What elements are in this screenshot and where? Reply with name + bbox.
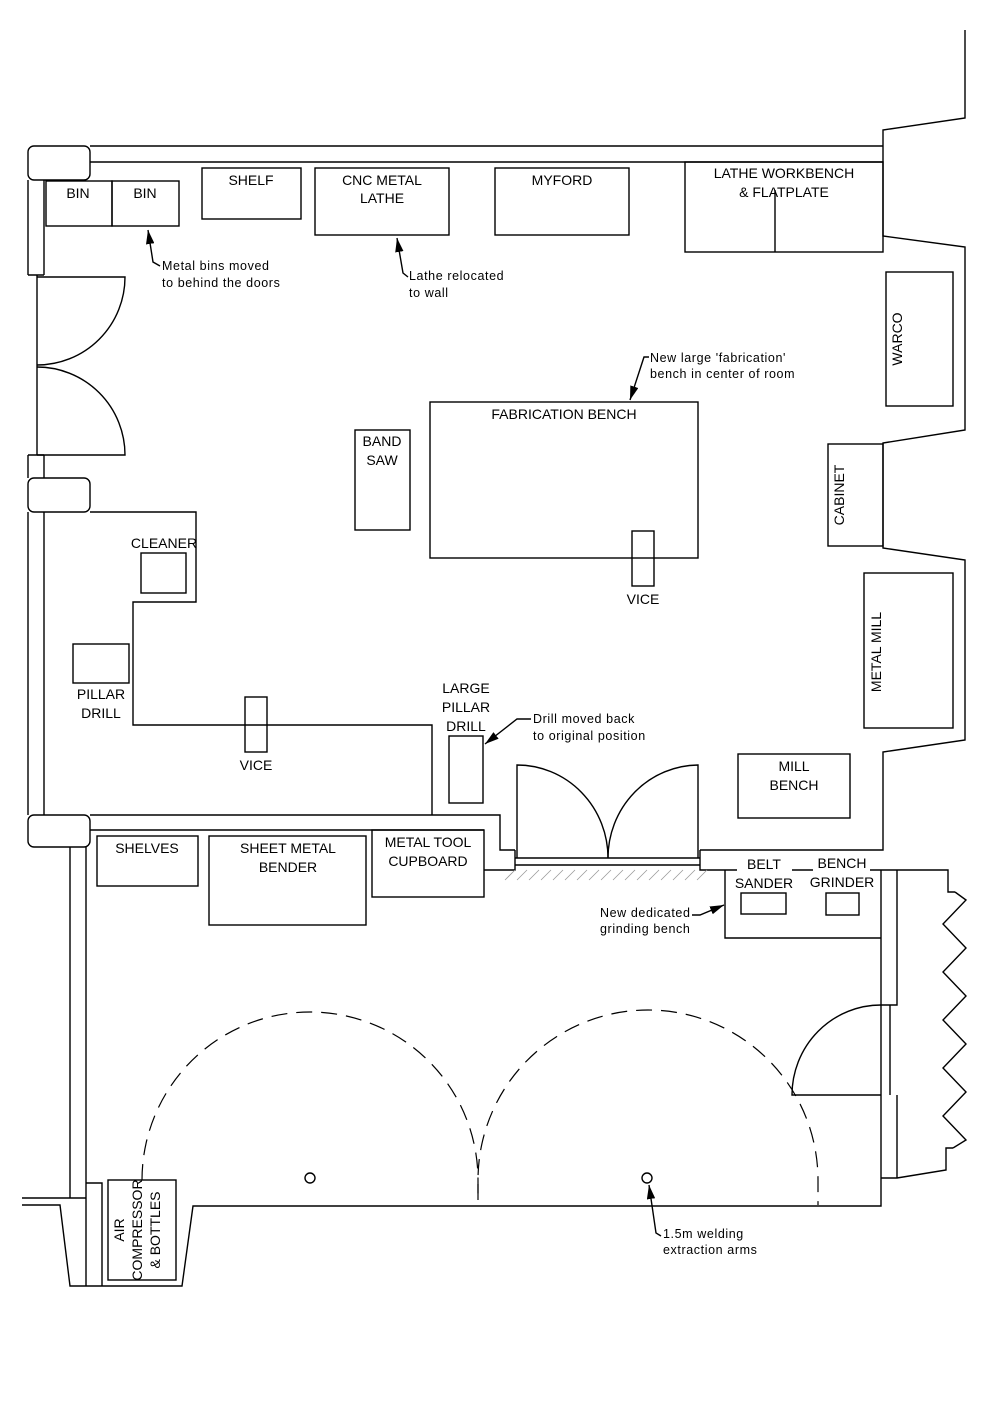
cabinet: CABINET [827, 443, 884, 547]
sheet-metal-bender: SHEET METAL BENDER [208, 835, 367, 926]
label: BELT [747, 856, 781, 872]
label: bench in center of room [650, 367, 795, 381]
label: PILLAR [77, 686, 125, 702]
label: Lathe relocated [409, 269, 504, 283]
mill-bench: MILL BENCH [737, 753, 851, 819]
label: extraction arms [663, 1243, 757, 1257]
shelves: SHELVES [96, 835, 199, 887]
walls [22, 30, 968, 1287]
vice: VICE [627, 530, 660, 607]
label: Drill moved back [533, 712, 635, 726]
bin: BIN [45, 180, 113, 227]
label: Metal bins moved [162, 259, 270, 273]
lathe-workbench: LATHE WORKBENCH & FLATPLATE [684, 161, 884, 253]
label: BENCH [769, 777, 818, 793]
label: SAW [366, 452, 398, 468]
label: CNC METAL [342, 172, 422, 188]
label: BIN [133, 185, 156, 201]
extraction-arm-pivot [641, 1172, 653, 1184]
welding-extraction-arms [141, 1009, 819, 1205]
label: BENDER [259, 859, 317, 875]
hatching [504, 869, 708, 881]
note-bins: Metal bins moved to behind the doors [146, 229, 280, 290]
bench-grinder [825, 892, 860, 916]
extraction-arm-pivot [304, 1172, 316, 1184]
label: SHELF [228, 172, 273, 188]
label: VICE [240, 757, 273, 773]
bin: BIN [111, 180, 180, 227]
label: VICE [627, 591, 660, 607]
belt-sander [740, 892, 787, 915]
label: to behind the doors [162, 276, 280, 290]
label: METAL MILL [868, 612, 884, 692]
label: BAND [363, 433, 402, 449]
label: BENCH [817, 855, 866, 871]
cleaner: CLEANER [131, 535, 197, 594]
air-compressor: AIR COMPRESSOR & BOTTLES [107, 1179, 177, 1281]
vice: VICE [240, 696, 273, 773]
label: BIN [66, 185, 89, 201]
shelf: SHELF [201, 167, 302, 220]
side-door [791, 1004, 882, 1096]
band-saw: BAND SAW [354, 429, 411, 531]
label: grinding bench [600, 922, 690, 936]
label: METAL TOOL [385, 834, 472, 850]
label: DRILL [81, 705, 121, 721]
note-lathe: Lathe relocated to wall [395, 237, 504, 300]
grinding-bench: BELT SANDER BENCH GRINDER [724, 855, 881, 939]
label: to wall [409, 286, 449, 300]
left-door-lower [36, 366, 126, 456]
label: GRINDER [810, 874, 875, 890]
label: & FLATPLATE [739, 184, 829, 200]
double-door-left [516, 764, 609, 859]
label: AIR [111, 1218, 127, 1241]
cnc-metal-lathe: CNC METAL LATHE [314, 167, 450, 236]
label: PILLAR [442, 699, 490, 715]
label: COMPRESSOR [129, 1179, 145, 1280]
note-fabrication: New large 'fabrication' bench in center o… [629, 351, 795, 401]
label: New large 'fabrication' [650, 351, 786, 365]
metal-tool-cupboard: METAL TOOL CUPBOARD [371, 829, 485, 898]
note-welding: 1.5m welding extraction arms [646, 1184, 757, 1257]
label: MYFORD [532, 172, 593, 188]
label: LATHE WORKBENCH [714, 165, 855, 181]
label: LATHE [360, 190, 404, 206]
label: 1.5m welding [663, 1227, 744, 1241]
note-drill: Drill moved back to original position [484, 712, 646, 745]
fabrication-bench: FABRICATION BENCH [429, 401, 699, 559]
myford: MYFORD [494, 167, 630, 236]
note-grinding: New dedicated grinding bench [600, 904, 725, 936]
label: WARCO [889, 312, 905, 365]
label: MILL [778, 758, 809, 774]
label: to original position [533, 729, 646, 743]
metal-mill: METAL MILL [863, 572, 954, 729]
warco: WARCO [885, 271, 954, 407]
label: CLEANER [131, 535, 197, 551]
label: FABRICATION BENCH [491, 406, 636, 422]
label: CABINET [831, 464, 847, 525]
label: LARGE [442, 680, 489, 696]
label: New dedicated [600, 906, 691, 920]
pillar-drill: PILLAR DRILL [72, 643, 130, 721]
label: SHEET METAL [240, 840, 336, 856]
label: SANDER [735, 875, 793, 891]
label: DRILL [446, 718, 486, 734]
large-pillar-drill: LARGE PILLAR DRILL [442, 680, 490, 804]
left-door-upper [36, 276, 126, 366]
label: CUPBOARD [388, 853, 467, 869]
label: & BOTTLES [147, 1191, 163, 1268]
doors [36, 276, 882, 1096]
label: SHELVES [115, 840, 179, 856]
double-door-right [607, 764, 699, 859]
